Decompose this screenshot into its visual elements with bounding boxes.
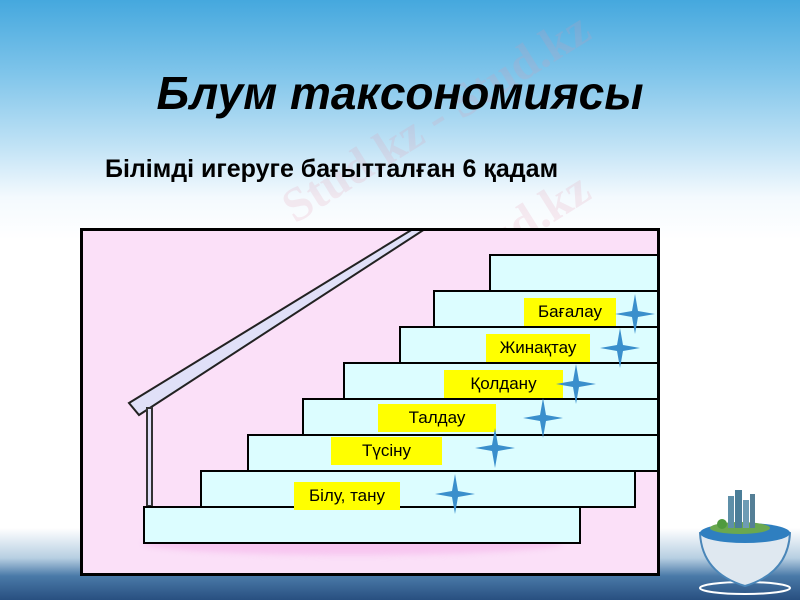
handrail-icon (127, 231, 424, 417)
step-1 (200, 470, 636, 508)
globe-city-icon (698, 490, 792, 595)
step-label-evaluate: Бағалау (524, 298, 616, 326)
star-icon (556, 364, 596, 404)
step-6 (489, 254, 657, 292)
star-icon (523, 398, 563, 438)
star-icon (435, 474, 475, 514)
slide-subtitle: Білімді игеруге бағытталған 6 қадам (105, 155, 559, 183)
step-1b (247, 434, 657, 472)
star-icon (600, 328, 640, 368)
step-label-synthesize: Жинақтау (486, 334, 590, 362)
star-icon (615, 294, 655, 334)
step-base (143, 506, 581, 544)
handrail-post (146, 407, 153, 507)
star-icon (475, 428, 515, 468)
step-label-know: Білу, тану (294, 482, 400, 510)
staircase-diagram: Бағалау Жинақтау Қолдану Талдау Түсіну Б… (80, 228, 660, 576)
step-label-apply: Қолдану (444, 370, 563, 398)
step-label-understand: Түсіну (331, 437, 442, 465)
slide-title: Блум таксономиясы (156, 67, 644, 119)
step-label-analyze: Талдау (378, 404, 496, 432)
